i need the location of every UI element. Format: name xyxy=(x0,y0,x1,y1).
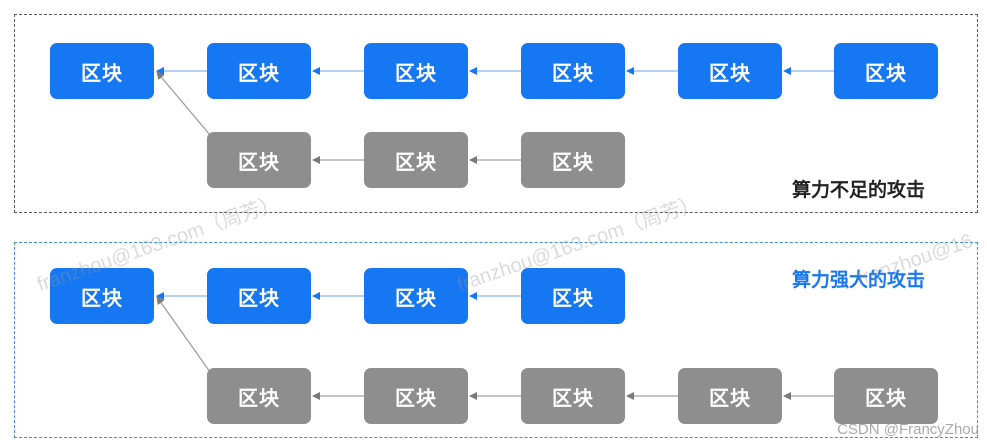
fork-arrow xyxy=(156,296,211,373)
attacker-block: 区块 xyxy=(207,132,311,188)
footer-watermark: CSDN @FrancyZhou xyxy=(837,421,979,438)
fork-arrow xyxy=(156,71,211,136)
attacker-block: 区块 xyxy=(521,368,625,424)
attacker-block: 区块 xyxy=(678,368,782,424)
attacker-block: 区块 xyxy=(207,368,311,424)
honest-block: 区块 xyxy=(207,43,311,99)
honest-block: 区块 xyxy=(50,268,154,324)
attacker-block: 区块 xyxy=(521,132,625,188)
honest-block: 区块 xyxy=(834,43,938,99)
honest-block: 区块 xyxy=(521,268,625,324)
attacker-block: 区块 xyxy=(364,132,468,188)
attacker-block: 区块 xyxy=(834,368,938,424)
honest-block: 区块 xyxy=(521,43,625,99)
honest-block: 区块 xyxy=(364,268,468,324)
attacker-block: 区块 xyxy=(364,368,468,424)
honest-block: 区块 xyxy=(364,43,468,99)
strong-attack-caption: 算力强大的攻击 xyxy=(791,269,925,291)
strong-attack-panel xyxy=(14,242,978,438)
weak-attack-caption: 算力不足的攻击 xyxy=(791,179,925,201)
honest-block: 区块 xyxy=(50,43,154,99)
honest-block: 区块 xyxy=(207,268,311,324)
weak-attack-panel xyxy=(14,14,978,213)
honest-block: 区块 xyxy=(678,43,782,99)
